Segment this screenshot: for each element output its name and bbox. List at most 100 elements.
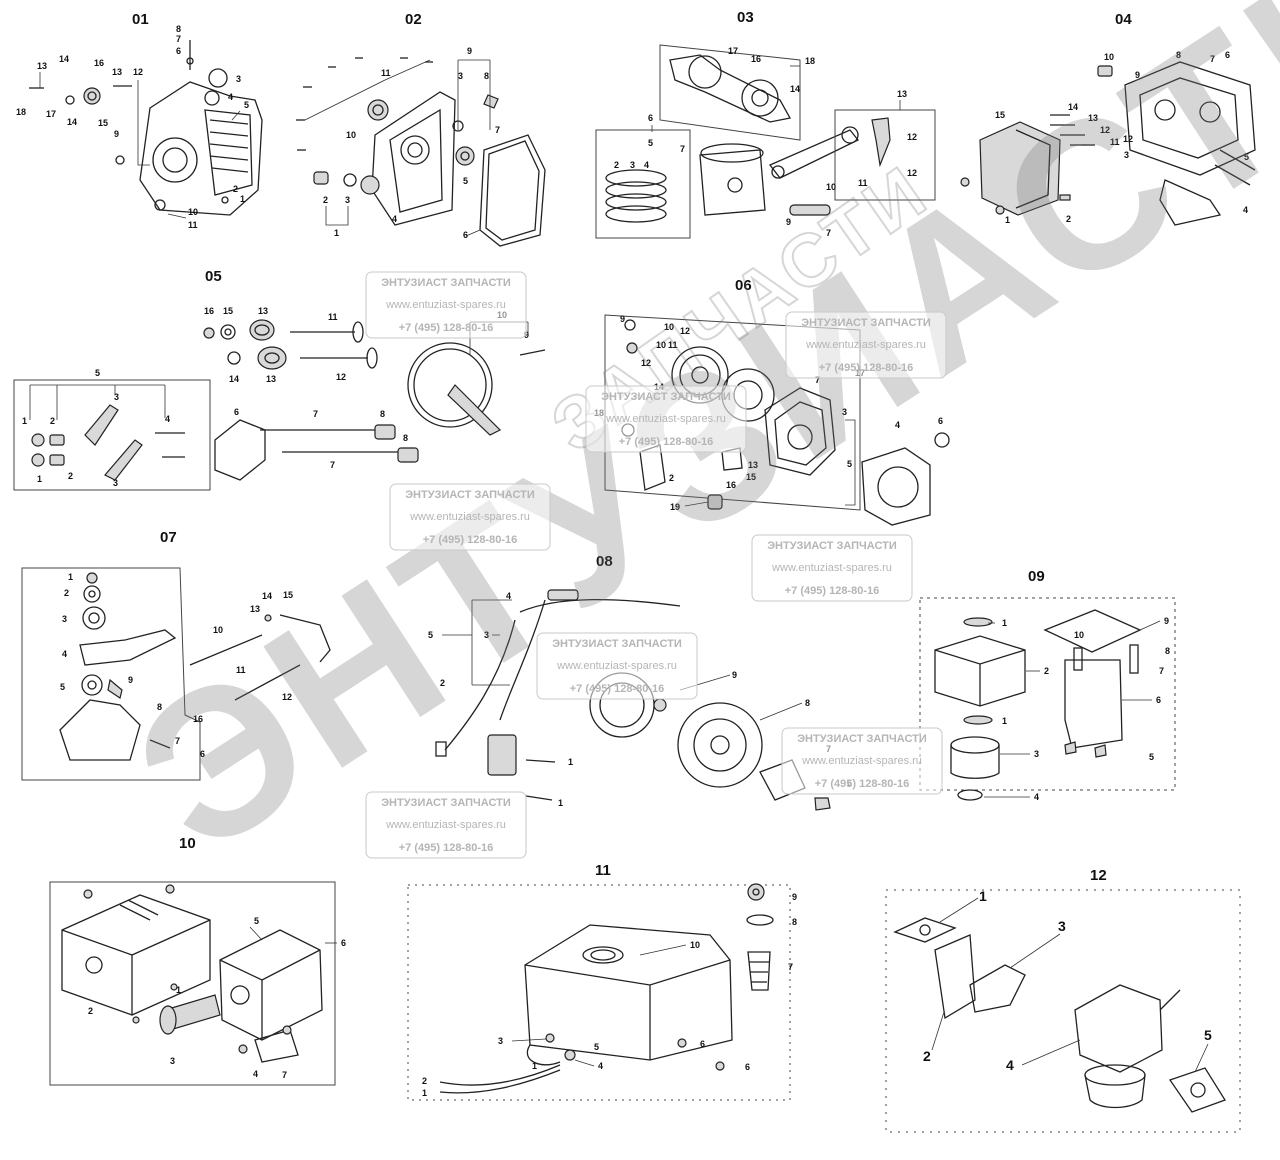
callout-01-17: 17 xyxy=(46,109,56,119)
callout-06-6: 6 xyxy=(938,416,943,426)
panel-01-callouts: 8 7 6 3 4 5 13 14 16 13 12 18 17 14 15 9… xyxy=(16,24,249,230)
callout-04-5: 5 xyxy=(1244,152,1249,162)
callout-09-1a: 1 xyxy=(1002,618,1007,628)
callout-11-1a: 1 xyxy=(532,1061,537,1071)
callout-06-16: 16 xyxy=(726,480,736,490)
callout-04-3: 3 xyxy=(1124,150,1129,160)
crankcase-illustration xyxy=(29,40,263,216)
panel-01: 01 8 7 6 3 4 5 13 14 16 13 1 xyxy=(16,11,263,230)
panel-09-title: 09 xyxy=(1028,568,1045,585)
panel-10: 10 5 6 2 1 3 4 7 xyxy=(49,835,346,1086)
callout-02-3a: 3 xyxy=(458,71,463,81)
callout-11-2: 2 xyxy=(422,1076,427,1086)
callout-03-3: 3 xyxy=(630,160,635,170)
callout-10-3: 3 xyxy=(170,1056,175,1066)
callout-05-11: 11 xyxy=(328,312,338,322)
callout-03-2: 2 xyxy=(614,160,619,170)
muffler-illustration xyxy=(49,881,336,1086)
callout-01-6: 6 xyxy=(176,46,181,56)
callout-03-13: 13 xyxy=(897,89,907,99)
callout-07-8: 8 xyxy=(157,702,162,712)
watermark-badge-2: ЭНТУЗИАСТ ЗАПЧАСТИ www.entuziast-spares.… xyxy=(785,311,947,379)
callout-11-3: 3 xyxy=(498,1036,503,1046)
callout-01-15: 15 xyxy=(98,118,108,128)
callout-01-10: 10 xyxy=(188,207,198,217)
crankshaft-piston-illustration xyxy=(595,44,936,239)
callout-01-8: 8 xyxy=(176,24,181,34)
callout-01-13b: 13 xyxy=(112,67,122,77)
governor-illustration xyxy=(21,567,331,781)
callout-03-16: 16 xyxy=(751,54,761,64)
watermark-badge-site: www.entuziast-spares.ru xyxy=(771,562,892,574)
watermark-badge-phone: +7 (495) 128-80-16 xyxy=(815,778,909,790)
callout-05-6: 6 xyxy=(234,407,239,417)
watermark-badge-6: ЭНТУЗИАСТ ЗАПЧАСТИ www.entuziast-spares.… xyxy=(536,632,698,700)
callout-09-8: 8 xyxy=(1165,646,1170,656)
panel-08: 08 4 5 3 2 9 8 7 6 1 1 xyxy=(428,553,852,811)
cylinder-head-illustration xyxy=(960,61,1256,226)
callout-06-13: 13 xyxy=(748,460,758,470)
callout-06-10b: 10 xyxy=(656,340,666,350)
callout-03-4: 4 xyxy=(644,160,649,170)
callout-09-10: 10 xyxy=(1074,630,1084,640)
callout-05-1b: 1 xyxy=(37,474,42,484)
panel-08-title: 08 xyxy=(596,553,613,570)
callout-03-9: 9 xyxy=(786,217,791,227)
callout-08-2: 2 xyxy=(440,678,445,688)
callout-06-9: 9 xyxy=(620,314,625,324)
callout-07-6: 6 xyxy=(200,749,205,759)
callout-04-14: 14 xyxy=(1068,102,1078,112)
callout-01-3: 3 xyxy=(236,74,241,84)
callout-02-7: 7 xyxy=(495,125,500,135)
callout-05-3a: 3 xyxy=(114,392,119,402)
ignition-flywheel-illustration xyxy=(435,589,831,811)
callout-04-1: 1 xyxy=(1005,215,1010,225)
callout-07-10: 10 xyxy=(213,625,223,635)
panel-03: 03 17 16 18 14 6 5 7 2 3 xyxy=(595,9,936,239)
panel-05: 05 16 15 13 11 xyxy=(13,268,546,491)
callout-06-15: 15 xyxy=(746,472,756,482)
callout-05-13a: 13 xyxy=(258,306,268,316)
callout-06-10a: 10 xyxy=(664,322,674,332)
callout-06-4: 4 xyxy=(895,420,900,430)
callout-05-5: 5 xyxy=(95,368,100,378)
callout-05-15: 15 xyxy=(223,306,233,316)
callout-06-7: 7 xyxy=(815,375,820,385)
watermark-badge-5: ЭНТУЗИАСТ ЗАПЧАСТИ www.entuziast-spares.… xyxy=(751,534,913,602)
air-filter-illustration xyxy=(919,597,1176,801)
callout-05-2b: 2 xyxy=(68,471,73,481)
panel-03-callouts: 17 16 18 14 6 5 7 2 3 4 13 12 10 12 11 9… xyxy=(614,46,917,238)
callout-04-6: 6 xyxy=(1225,50,1230,60)
callout-03-5: 5 xyxy=(648,138,653,148)
callout-11-5: 5 xyxy=(594,1042,599,1052)
callout-03-12a: 12 xyxy=(907,132,917,142)
watermark-badge-name: ЭНТУЗИАСТ ЗАПЧАСТИ xyxy=(801,317,931,329)
callout-12-3: 3 xyxy=(1058,918,1066,934)
callout-08-8: 8 xyxy=(805,698,810,708)
callout-10-4: 4 xyxy=(253,1069,258,1079)
callout-03-18: 18 xyxy=(805,56,815,66)
callout-07-16: 16 xyxy=(193,714,203,724)
watermark-badge-name: ЭНТУЗИАСТ ЗАПЧАСТИ xyxy=(405,489,535,501)
callout-02-10: 10 xyxy=(346,130,356,140)
callout-05-2a: 2 xyxy=(50,416,55,426)
carburetor-illustration xyxy=(885,889,1241,1133)
callout-01-16: 16 xyxy=(94,58,104,68)
callout-02-4: 4 xyxy=(392,214,397,224)
callout-10-7: 7 xyxy=(282,1070,287,1080)
callout-05-12: 12 xyxy=(336,372,346,382)
panel-11-callouts: 9 8 10 7 3 5 1 4 6 6 2 1 xyxy=(422,892,797,1098)
callout-05-1a: 1 xyxy=(22,416,27,426)
callout-02-3b: 3 xyxy=(345,195,350,205)
callout-09-9: 9 xyxy=(1164,616,1169,626)
panel-12-callouts: 1 3 2 4 5 xyxy=(923,888,1212,1073)
panel-06-title: 06 xyxy=(735,277,752,294)
callout-12-5: 5 xyxy=(1204,1027,1212,1043)
callout-05-8b: 8 xyxy=(403,433,408,443)
callout-11-6a: 6 xyxy=(700,1039,705,1049)
watermark-badge-phone: +7 (495) 128-80-16 xyxy=(785,585,879,597)
callout-04-11: 11 xyxy=(1110,137,1120,147)
watermark-badge-name: ЭНТУЗИАСТ ЗАПЧАСТИ xyxy=(381,277,511,289)
crankcase-cover-illustration xyxy=(296,57,546,247)
